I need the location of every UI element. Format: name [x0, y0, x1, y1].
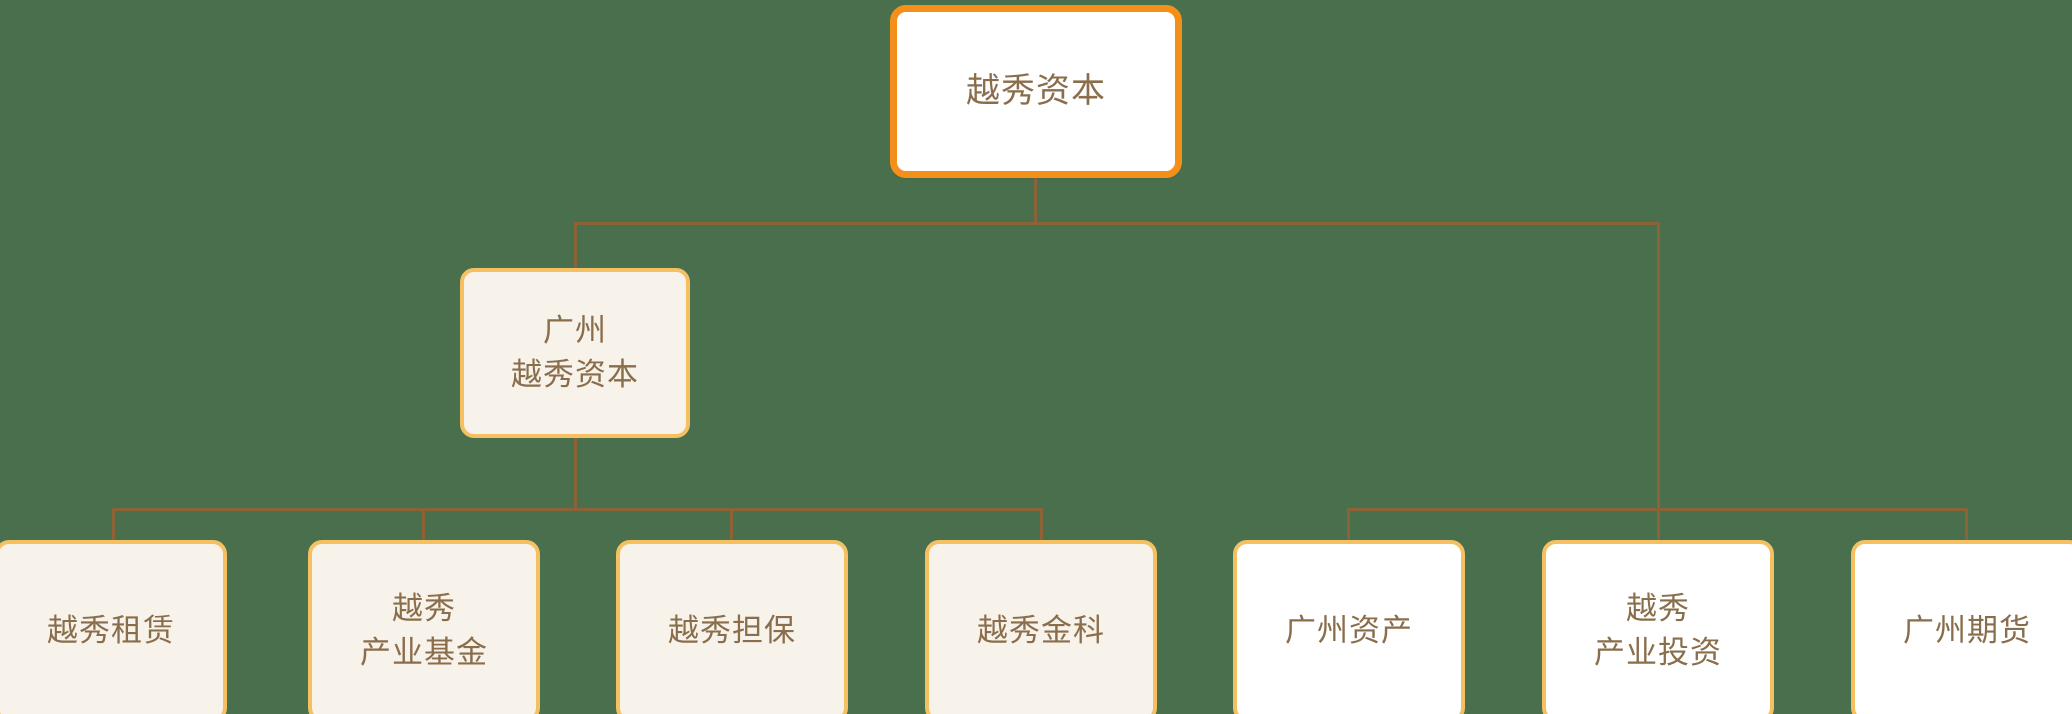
- org-node-label: 越秀资本: [966, 71, 1106, 112]
- org-node-label: 越秀 产业基金: [360, 590, 488, 671]
- connector-left-children-drop: [574, 438, 577, 510]
- org-node-label: 广州资产: [1285, 612, 1413, 649]
- org-node-yuexiu-industrial-fund[interactable]: 越秀 产业基金: [308, 540, 540, 714]
- org-node-label: 广州期货: [1903, 612, 2031, 649]
- connector-leaf-drop: [1965, 508, 1968, 542]
- org-node-label: 越秀金科: [977, 612, 1105, 649]
- org-node-guangzhou-assets[interactable]: 广州资产: [1233, 540, 1465, 714]
- connector-leaf-drop: [730, 508, 733, 542]
- connector-leaf-drop: [1347, 508, 1350, 542]
- org-node-yuexiu-guarantee[interactable]: 越秀担保: [616, 540, 848, 714]
- connector-leaf-drop: [1657, 508, 1660, 542]
- connector-left-branch-drop: [574, 222, 577, 270]
- org-node-label: 越秀租赁: [47, 612, 175, 649]
- connector-left-children-bus: [112, 508, 1043, 511]
- org-node-guangzhou-futures[interactable]: 广州期货: [1851, 540, 2072, 714]
- org-node-label: 越秀担保: [668, 612, 796, 649]
- org-node-label: 越秀 产业投资: [1594, 590, 1722, 671]
- org-node-guangzhou-yuexiu-capital[interactable]: 广州 越秀资本: [460, 268, 690, 438]
- connector-right-branch-drop: [1657, 222, 1660, 510]
- connector-leaf-drop: [1040, 508, 1043, 542]
- org-node-yuexiu-leasing[interactable]: 越秀租赁: [0, 540, 227, 714]
- connector-root-drop: [1034, 178, 1037, 224]
- connector-main-bus: [574, 222, 1660, 225]
- connector-leaf-drop: [422, 508, 425, 542]
- org-node-label: 广州 越秀资本: [511, 312, 639, 393]
- org-node-root[interactable]: 越秀资本: [890, 5, 1182, 178]
- org-node-yuexiu-industrial-investment[interactable]: 越秀 产业投资: [1542, 540, 1774, 714]
- org-node-yuexiu-fintech[interactable]: 越秀金科: [925, 540, 1157, 714]
- connector-leaf-drop: [112, 508, 115, 542]
